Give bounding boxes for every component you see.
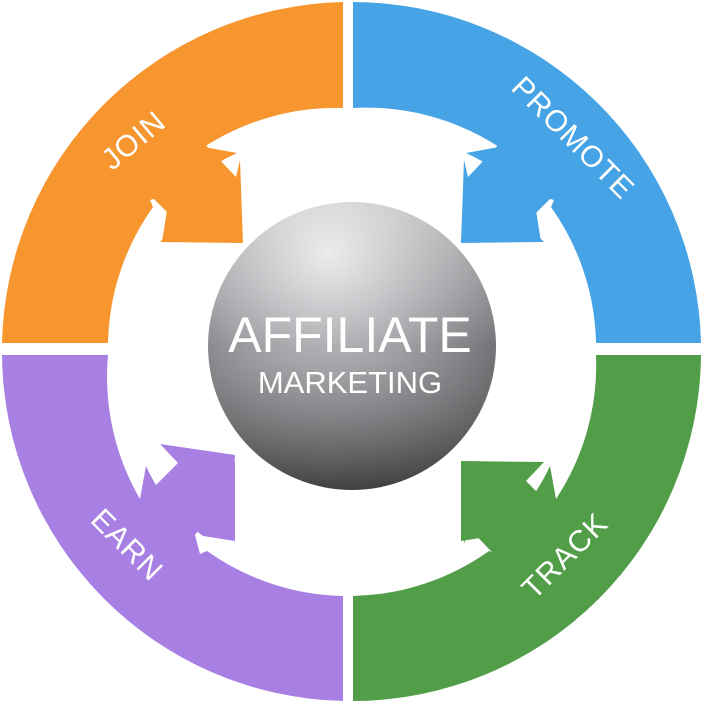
arrow-earn [140,444,235,544]
arrow-join [140,137,243,243]
center-subtitle: MARKETING [258,365,442,400]
center-title: AFFILIATE [228,307,472,363]
arrow-track [461,461,564,567]
arrow-promote [461,137,564,243]
center-ball-shade [208,202,496,490]
